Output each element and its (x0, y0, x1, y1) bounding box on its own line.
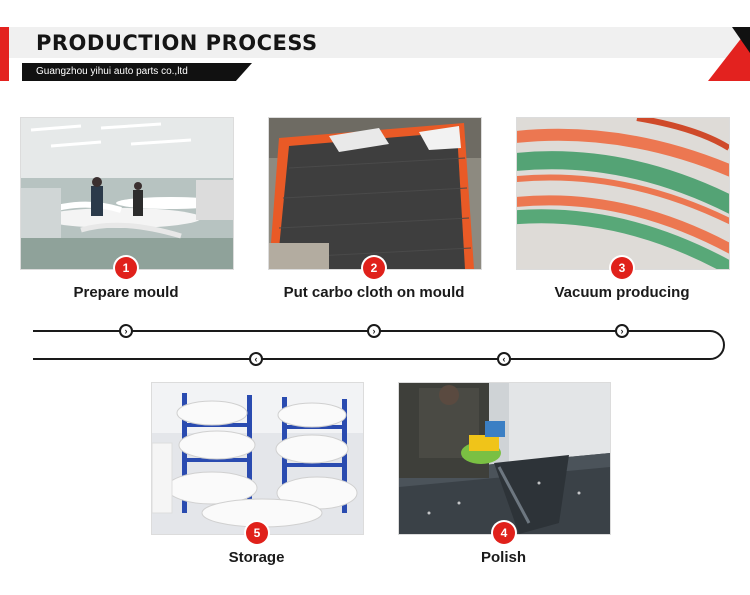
chevron-right-icon: › (119, 324, 133, 338)
step-label: Storage (228, 549, 285, 566)
step-label: Polish (480, 549, 526, 566)
step-label: Prepare mould (73, 284, 179, 301)
company-banner: Guangzhou yihui auto parts co.,ltd (22, 63, 252, 81)
step-number-badge: 3 (611, 257, 633, 279)
step-number-badge: 4 (493, 522, 515, 544)
step-number-badge: 5 (246, 522, 268, 544)
chevron-left-icon: ‹ (497, 352, 511, 366)
header-band (0, 27, 750, 58)
header-accent-bar (0, 27, 9, 81)
vacuum-bag-photo (516, 117, 730, 270)
polishing-photo (398, 382, 611, 535)
step-label: Vacuum producing (554, 284, 690, 301)
company-name: Guangzhou yihui auto parts co.,ltd (36, 66, 188, 77)
step-label: Put carbo cloth on mould (283, 284, 465, 301)
step-number-badge: 1 (115, 257, 137, 279)
storage-rack-photo (151, 382, 364, 535)
chevron-right-icon: › (615, 324, 629, 338)
carbon-cloth-photo (268, 117, 482, 270)
chevron-left-icon: ‹ (249, 352, 263, 366)
page-title: PRODUCTION PROCESS (36, 31, 318, 55)
chevron-right-icon: › (367, 324, 381, 338)
step-number-badge: 2 (363, 257, 385, 279)
